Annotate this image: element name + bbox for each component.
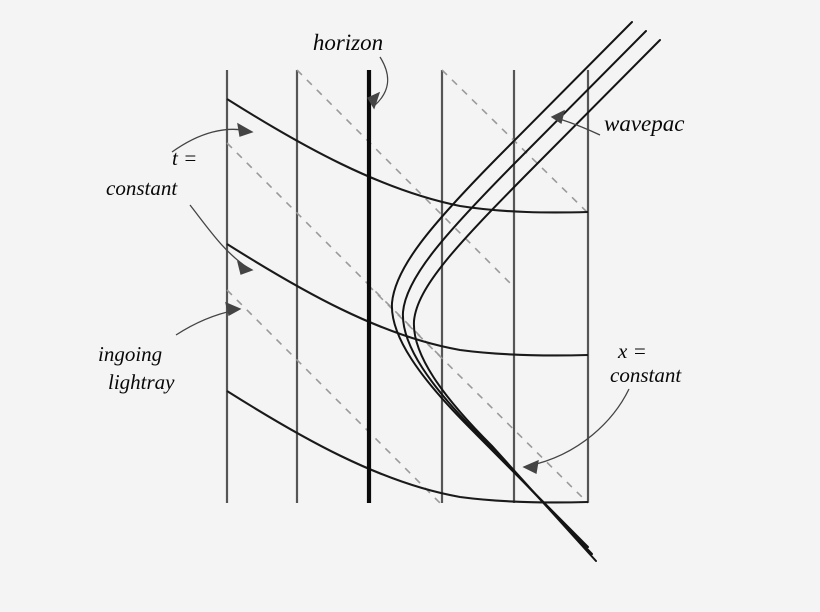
annotation-arrow-group [171,56,630,474]
x-constant-label-line2: constant [610,363,682,387]
x-constant-arrow-head [522,459,539,474]
ingoing-lightray-group [226,69,589,504]
t-constant-curve-2 [226,243,589,357]
t-constant-label-line1: t = [172,146,197,170]
wavepacket-ray-2 [401,30,647,555]
wavepacket-group [390,21,661,562]
wavepacket-label: wavepac [604,111,684,136]
wavepacket-arrow-head [550,109,565,125]
x-constant-arrow-line [527,388,630,467]
wavepacket-ray-3 [412,39,661,562]
t-constant-arrow-head [237,122,254,137]
x-constant-label-line1: x = [617,339,647,363]
horizon-arrow-line [373,56,389,107]
t-constant-curve-1 [226,98,589,214]
t-constant-arrow2-line [189,204,249,269]
ingoing-lightray-label-line2: lightray [108,370,175,394]
ingoing-lightray-label-line1: ingoing [98,342,162,366]
horizon-arrow-head [367,91,381,110]
ingoing-lightray-3 [441,69,589,214]
ingoing-arrow-head [225,301,242,316]
t-constant-arrow2-head [236,260,254,275]
wavepacket-ray-1 [390,21,633,548]
ingoing-lightray-5 [367,284,589,504]
horizon-label: horizon [313,30,383,55]
t-constant-label-line2: constant [106,176,178,200]
